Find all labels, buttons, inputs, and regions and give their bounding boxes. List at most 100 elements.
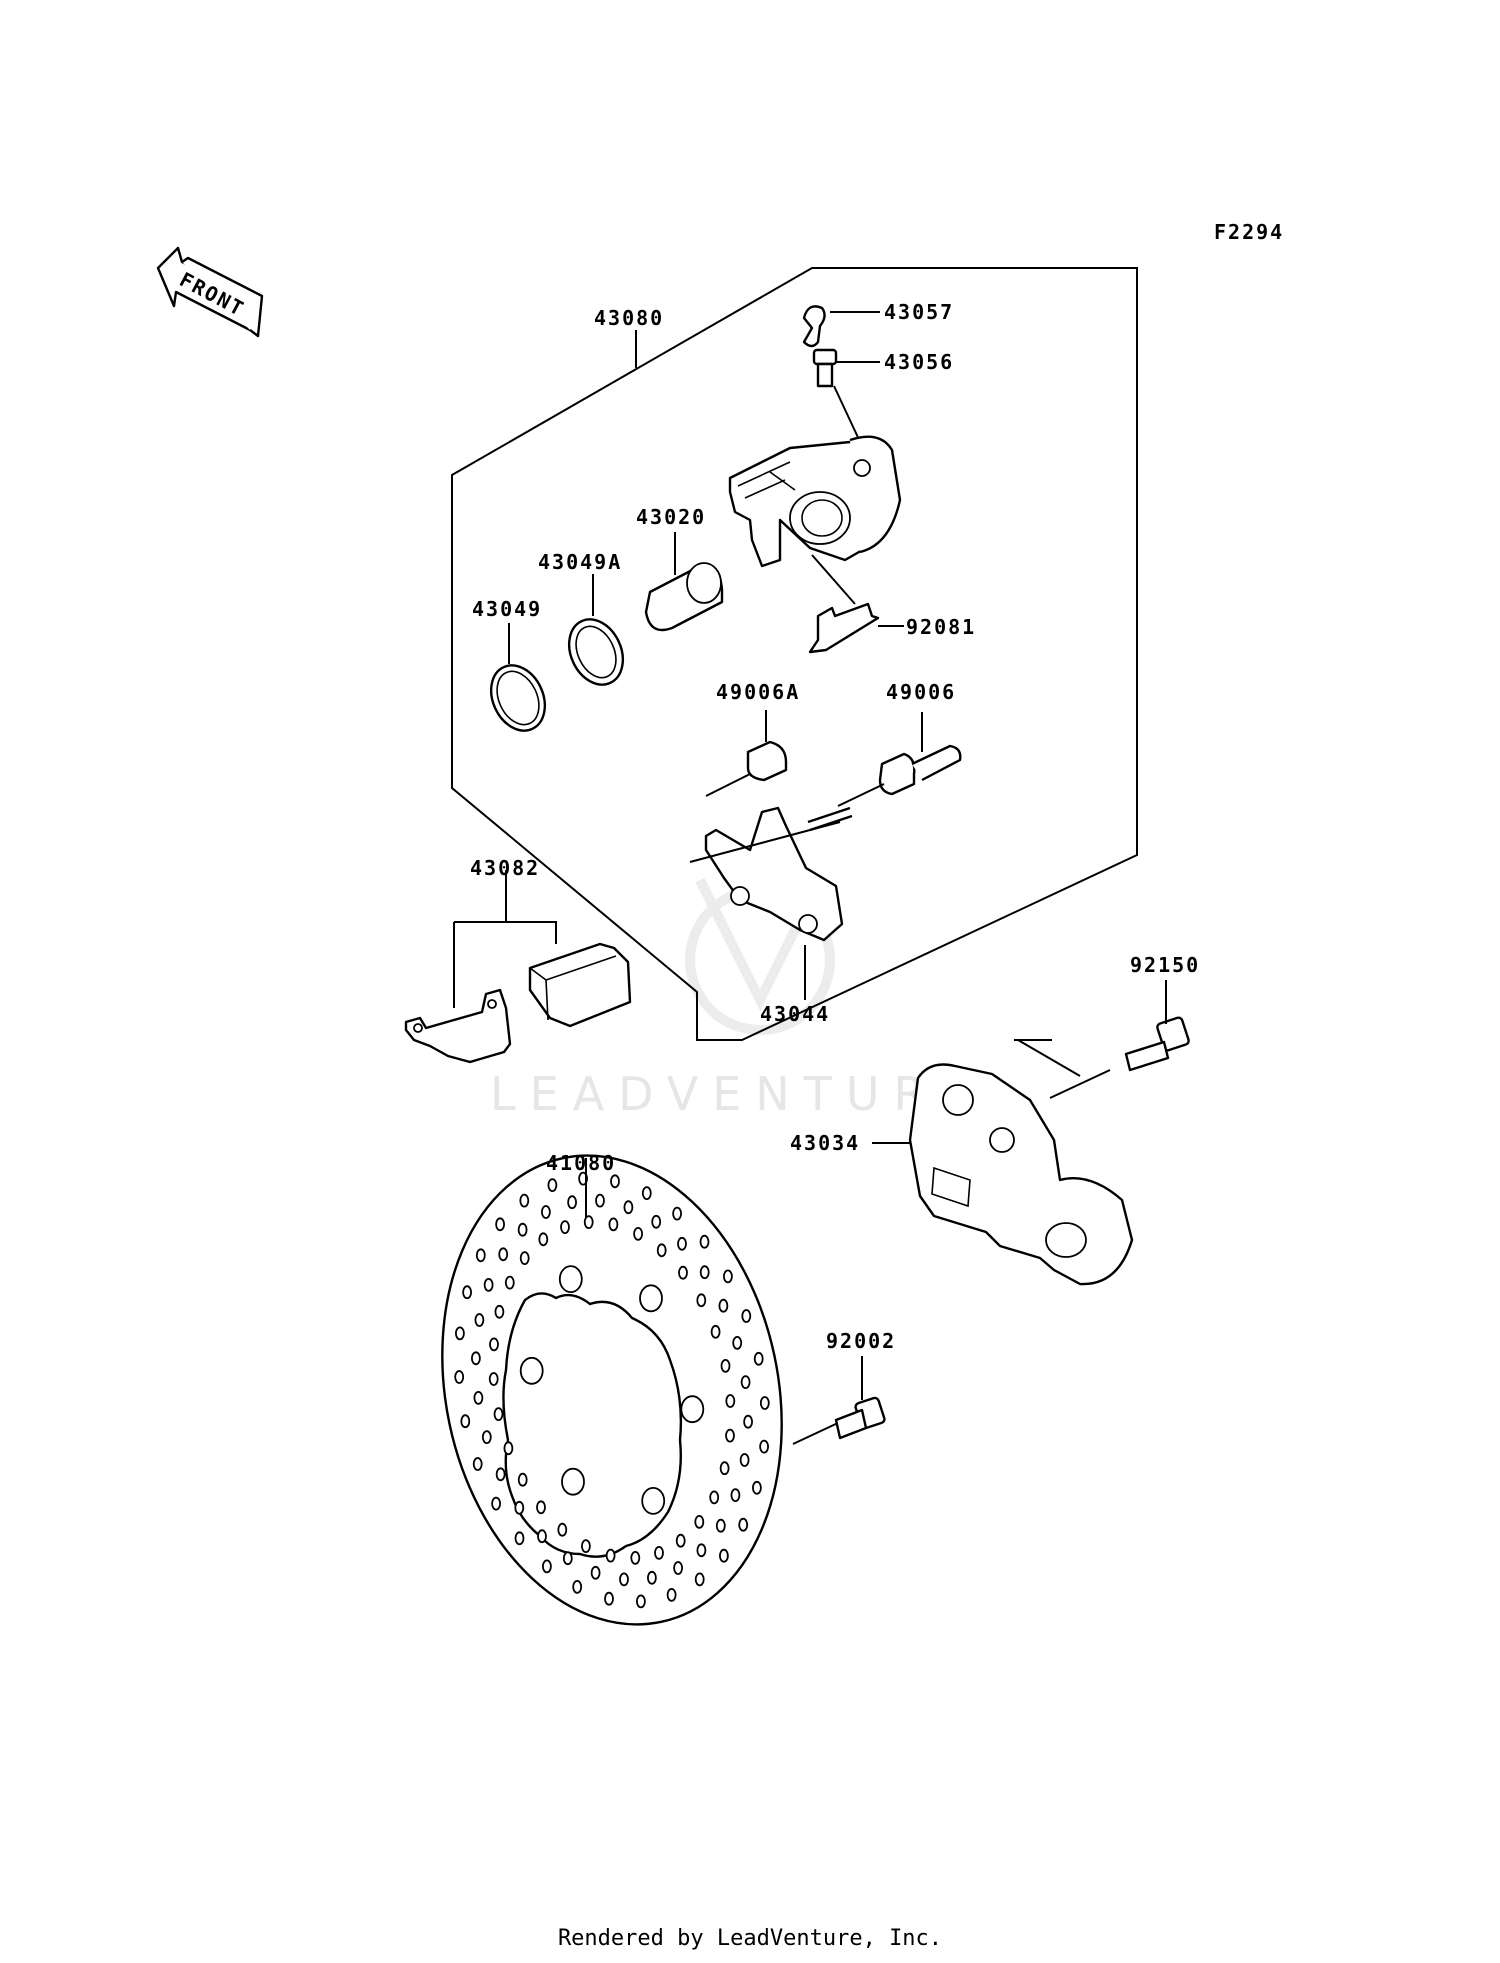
disc-vent-hole bbox=[557, 1522, 568, 1537]
disc-vent-hole bbox=[547, 1178, 558, 1192]
part-43049A-seal bbox=[567, 574, 625, 686]
disc-vent-hole bbox=[610, 1174, 620, 1189]
disc-vent-hole bbox=[472, 1457, 483, 1471]
disc-vent-hole bbox=[495, 1467, 506, 1482]
disc-vent-hole bbox=[454, 1326, 465, 1341]
label-92081: 92081 bbox=[906, 615, 976, 639]
disc-vent-hole bbox=[538, 1232, 549, 1247]
disc-vent-hole bbox=[725, 1428, 735, 1443]
disc-vent-hole bbox=[672, 1206, 682, 1221]
part-43056-bleeder-valve bbox=[812, 348, 880, 447]
disc-vent-hole bbox=[491, 1496, 502, 1511]
label-92150: 92150 bbox=[1130, 953, 1200, 977]
label-43020: 43020 bbox=[636, 505, 706, 529]
label-43049A: 43049A bbox=[538, 550, 622, 574]
disc-vent-hole bbox=[709, 1490, 720, 1505]
part-41080-brake-disc bbox=[441, 1154, 841, 1626]
disc-vent-hole bbox=[541, 1205, 551, 1219]
disc-vent-hole bbox=[743, 1414, 753, 1429]
disc-vent-hole bbox=[608, 1217, 619, 1232]
disc-bolt-hole bbox=[641, 1487, 666, 1515]
disc-vent-hole bbox=[630, 1551, 641, 1565]
label-49006: 49006 bbox=[886, 680, 956, 704]
disc-vent-hole bbox=[636, 1594, 646, 1609]
disc-vent-hole bbox=[699, 1265, 710, 1280]
part-caliper-body bbox=[728, 435, 902, 568]
disc-vent-hole bbox=[519, 1193, 530, 1208]
disc-vent-hole bbox=[498, 1247, 509, 1262]
part-43057-bleeder-cap bbox=[802, 305, 880, 348]
disc-bolt-holes bbox=[519, 1265, 705, 1515]
disc-vent-hole bbox=[738, 1517, 749, 1532]
disc-vent-hole bbox=[673, 1561, 683, 1575]
disc-vent-hole bbox=[718, 1298, 729, 1313]
disc-vent-hole bbox=[519, 1251, 530, 1265]
disc-vent-hole bbox=[699, 1234, 710, 1249]
part-43082-brake-pads bbox=[404, 900, 632, 1064]
disc-vent-hole bbox=[678, 1265, 688, 1280]
disc-vent-hole bbox=[470, 1351, 481, 1366]
disc-vent-hole bbox=[647, 1570, 657, 1585]
disc-vent-hole bbox=[696, 1293, 707, 1308]
disc-bolt-hole bbox=[680, 1395, 705, 1424]
disc-vent-hole bbox=[595, 1193, 605, 1208]
disc-vent-hole bbox=[583, 1215, 594, 1229]
disc-vent-hole bbox=[504, 1275, 515, 1290]
disc-vent-hole bbox=[462, 1285, 473, 1300]
disc-vent-holes bbox=[454, 1171, 770, 1609]
disc-vent-hole bbox=[752, 1480, 762, 1495]
part-92081-spring bbox=[808, 554, 904, 654]
disc-vent-hole bbox=[719, 1461, 730, 1476]
disc-vent-hole bbox=[567, 1195, 577, 1210]
disc-vent-hole bbox=[514, 1500, 525, 1515]
disc-vent-hole bbox=[481, 1430, 492, 1444]
disc-vent-hole bbox=[560, 1220, 570, 1234]
part-92002-disc-bolt bbox=[834, 1356, 886, 1440]
disc-vent-hole bbox=[517, 1222, 528, 1237]
disc-vent-hole bbox=[694, 1515, 705, 1529]
disc-vent-hole bbox=[633, 1227, 643, 1241]
disc-vent-hole bbox=[536, 1500, 546, 1515]
disc-vent-hole bbox=[483, 1278, 494, 1292]
disc-vent-hole bbox=[651, 1214, 662, 1229]
label-43049: 43049 bbox=[472, 597, 542, 621]
disc-vent-hole bbox=[514, 1531, 525, 1546]
label-43057: 43057 bbox=[884, 300, 954, 324]
label-41080: 41080 bbox=[546, 1151, 616, 1175]
disc-vent-hole bbox=[741, 1309, 752, 1323]
disc-vent-hole bbox=[590, 1565, 601, 1580]
disc-vent-hole bbox=[666, 1588, 677, 1602]
disc-vent-hole bbox=[605, 1548, 616, 1563]
disc-vent-hole bbox=[719, 1548, 729, 1563]
disc-vent-hole bbox=[581, 1539, 591, 1553]
disc-vent-hole bbox=[715, 1518, 726, 1533]
label-49006A: 49006A bbox=[716, 680, 800, 704]
disc-vent-hole bbox=[710, 1324, 721, 1339]
disc-vent-hole bbox=[656, 1243, 667, 1258]
part-43020-piston bbox=[644, 532, 724, 632]
part-49006A-boot bbox=[705, 710, 788, 797]
disc-vent-hole bbox=[604, 1591, 614, 1606]
caliper-assembly-outline bbox=[451, 267, 1138, 1041]
disc-vent-hole bbox=[473, 1391, 484, 1405]
disc-vent-hole bbox=[730, 1488, 741, 1502]
disc-vent-hole bbox=[454, 1370, 465, 1384]
footer-credit: Rendered by LeadVenture, Inc. bbox=[557, 1926, 943, 1951]
disc-vent-hole bbox=[489, 1337, 499, 1352]
disc-vent-hole bbox=[493, 1407, 504, 1421]
disc-vent-hole bbox=[503, 1441, 514, 1456]
disc-vent-hole bbox=[759, 1439, 769, 1454]
disc-vent-hole bbox=[623, 1200, 634, 1215]
disc-bolt-hole bbox=[639, 1284, 663, 1313]
disc-vent-hole bbox=[562, 1551, 573, 1566]
disc-vent-hole bbox=[474, 1313, 485, 1327]
part-43044-bracket bbox=[689, 806, 853, 1000]
disc-vent-hole bbox=[723, 1269, 733, 1284]
disc-vent-hole bbox=[641, 1186, 652, 1200]
front-arrow-icon: FRONT bbox=[156, 246, 264, 338]
disc-vent-hole bbox=[739, 1453, 750, 1467]
part-43049-seal bbox=[489, 623, 547, 732]
part-49006-pin bbox=[837, 712, 962, 807]
watermark-text: LEADVENTURE bbox=[490, 1067, 983, 1121]
part-92150-bolt bbox=[1049, 980, 1190, 1099]
